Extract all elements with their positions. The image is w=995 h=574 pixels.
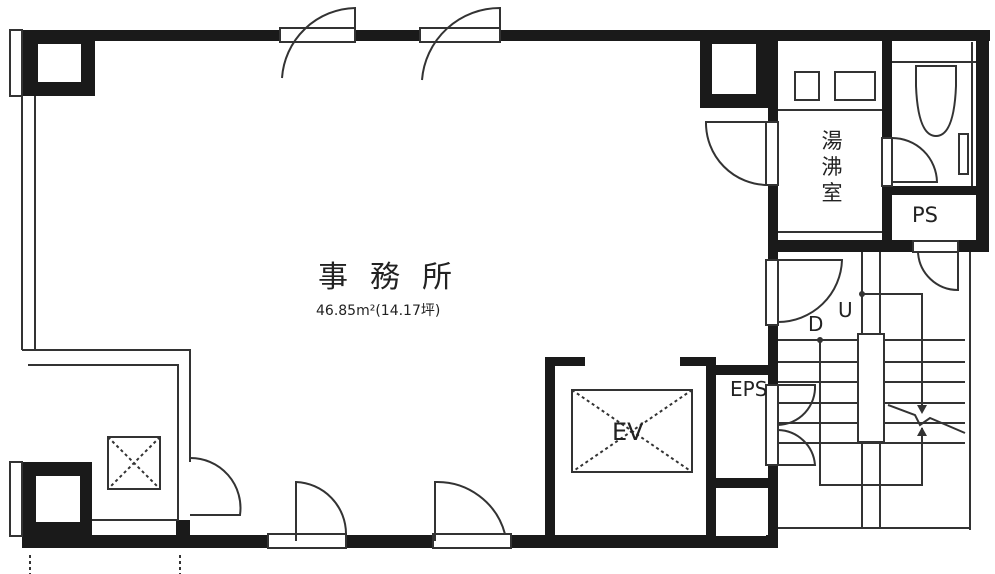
office-area: 46.85m²(14.17坪) (316, 303, 441, 319)
thin-lines (21, 6, 976, 574)
stairs-down-label: D (808, 312, 824, 336)
stair-markers (817, 291, 927, 436)
elevator-label: EV (612, 418, 644, 446)
office-label: 事務所 (318, 260, 474, 295)
kitchen-label: 湯沸室 (821, 129, 843, 205)
stairs-up-label: U (838, 298, 853, 322)
eps-label: EPS (730, 377, 768, 401)
ps-label: PS (912, 203, 938, 227)
columns (9, 29, 770, 537)
walls (22, 30, 990, 548)
